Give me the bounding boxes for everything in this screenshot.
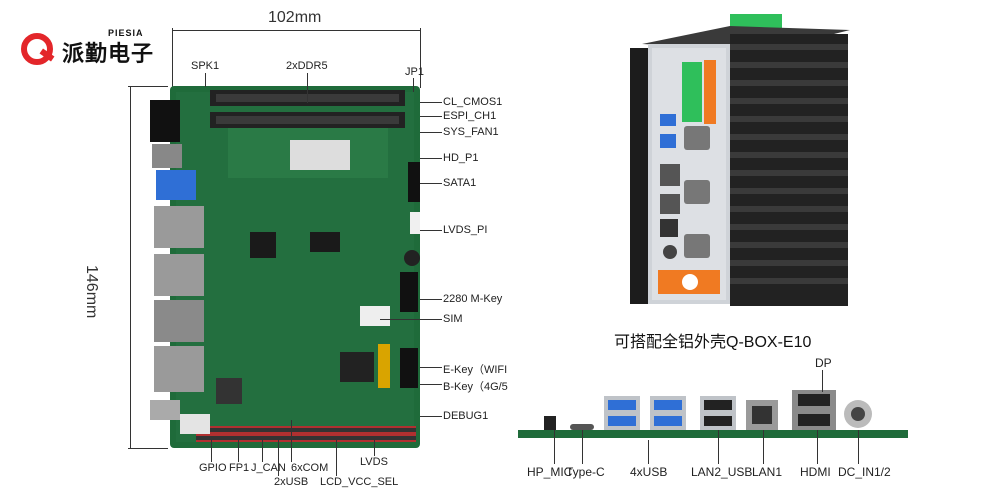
label-sata1: SATA1 <box>443 177 477 189</box>
leader-6xcom <box>291 420 292 462</box>
label-lan2-usb: LAN2_USB <box>691 465 753 479</box>
leader-fp1 <box>238 440 239 462</box>
label-dp: DP <box>815 356 832 370</box>
label-spk1: SPK1 <box>191 60 220 72</box>
label-espi-ch1: ESPI_CH1 <box>443 110 497 122</box>
leader-spk1 <box>205 73 206 87</box>
width-dim-right-line <box>420 28 421 88</box>
label-debug1: DEBUG1 <box>443 410 489 422</box>
io-panel-image <box>518 390 908 438</box>
motherboard-image <box>150 86 420 448</box>
logo-q-icon <box>21 33 55 65</box>
label-dc-in: DC_IN1/2 <box>838 465 891 479</box>
leader-espi-ch1 <box>420 116 442 117</box>
leader-hd-p1 <box>420 158 442 159</box>
leader-lan1 <box>763 430 764 464</box>
leader-lcd-vcc-sel <box>336 440 337 476</box>
leader-hp-mic <box>554 430 555 464</box>
label-j-can: J_CAN <box>251 462 286 474</box>
leader-sys-fan1 <box>420 132 442 133</box>
label-hd-p1: HD_P1 <box>443 152 479 164</box>
label-e-key: E-Key（WIFI <box>443 364 508 376</box>
label-m-key: 2280 M-Key <box>443 293 503 305</box>
height-dimension: 146mm <box>83 265 100 319</box>
leader-dp <box>822 370 823 392</box>
label-4xusb: 4xUSB <box>630 465 668 479</box>
leader-sata1 <box>420 183 442 184</box>
leader-ddr5 <box>307 73 308 103</box>
label-cl-cmos1: CL_CMOS1 <box>443 96 503 108</box>
leader-hdmi <box>817 430 818 464</box>
leader-4xusb <box>648 440 649 464</box>
leader-type-c <box>582 430 583 464</box>
label-2xusb: 2xUSB <box>274 476 309 488</box>
label-hp-mic: HP_MIC <box>527 465 573 479</box>
leader-lan2-usb <box>718 430 719 464</box>
piesia-logo: PIESIA 派勤电子 <box>20 28 160 68</box>
enclosure-caption: 可搭配全铝外壳Q-BOX-E10 <box>614 334 812 351</box>
label-b-key: B-Key（4G/5 <box>443 381 508 393</box>
width-dimension: 102mm <box>268 9 322 26</box>
height-dim-line <box>130 86 131 448</box>
enclosure-image <box>630 14 850 306</box>
label-hdmi: HDMI <box>800 465 831 479</box>
label-fp1: FP1 <box>229 462 250 474</box>
height-dim-bottom-line <box>128 448 168 449</box>
leader-gpio <box>211 440 212 462</box>
leader-sim <box>380 319 442 320</box>
label-lcd-vcc-sel: LCD_VCC_SEL <box>320 476 399 488</box>
logo-english: PIESIA <box>108 28 144 38</box>
label-6xcom: 6xCOM <box>291 462 329 474</box>
label-sim: SIM <box>443 313 463 325</box>
width-dim-left-line <box>172 28 173 88</box>
leader-cl-cmos1 <box>420 102 442 103</box>
leader-dc-in <box>858 430 859 464</box>
label-jp1: JP1 <box>405 66 424 78</box>
label-lvds: LVDS <box>360 456 388 468</box>
label-lvds-pi: LVDS_PI <box>443 224 488 236</box>
height-dim-top-line <box>128 86 168 87</box>
leader-j-can <box>262 440 263 462</box>
label-lan1: LAN1 <box>752 465 783 479</box>
label-gpio: GPIO <box>199 462 227 474</box>
width-dim-line <box>172 30 420 31</box>
leader-m-key <box>420 299 442 300</box>
leader-2xusb <box>278 440 279 476</box>
leader-lvds <box>374 440 375 456</box>
leader-lvds-pi <box>420 230 442 231</box>
logo-brand-name: 派勤电子 <box>62 41 155 66</box>
leader-debug1 <box>420 416 442 417</box>
label-sys-fan1: SYS_FAN1 <box>443 126 499 138</box>
leader-e-key <box>420 367 442 368</box>
label-type-c: Type-C <box>566 465 605 479</box>
leader-b-key <box>420 384 442 385</box>
leader-jp1 <box>413 78 414 92</box>
label-ddr5: 2xDDR5 <box>286 60 328 72</box>
